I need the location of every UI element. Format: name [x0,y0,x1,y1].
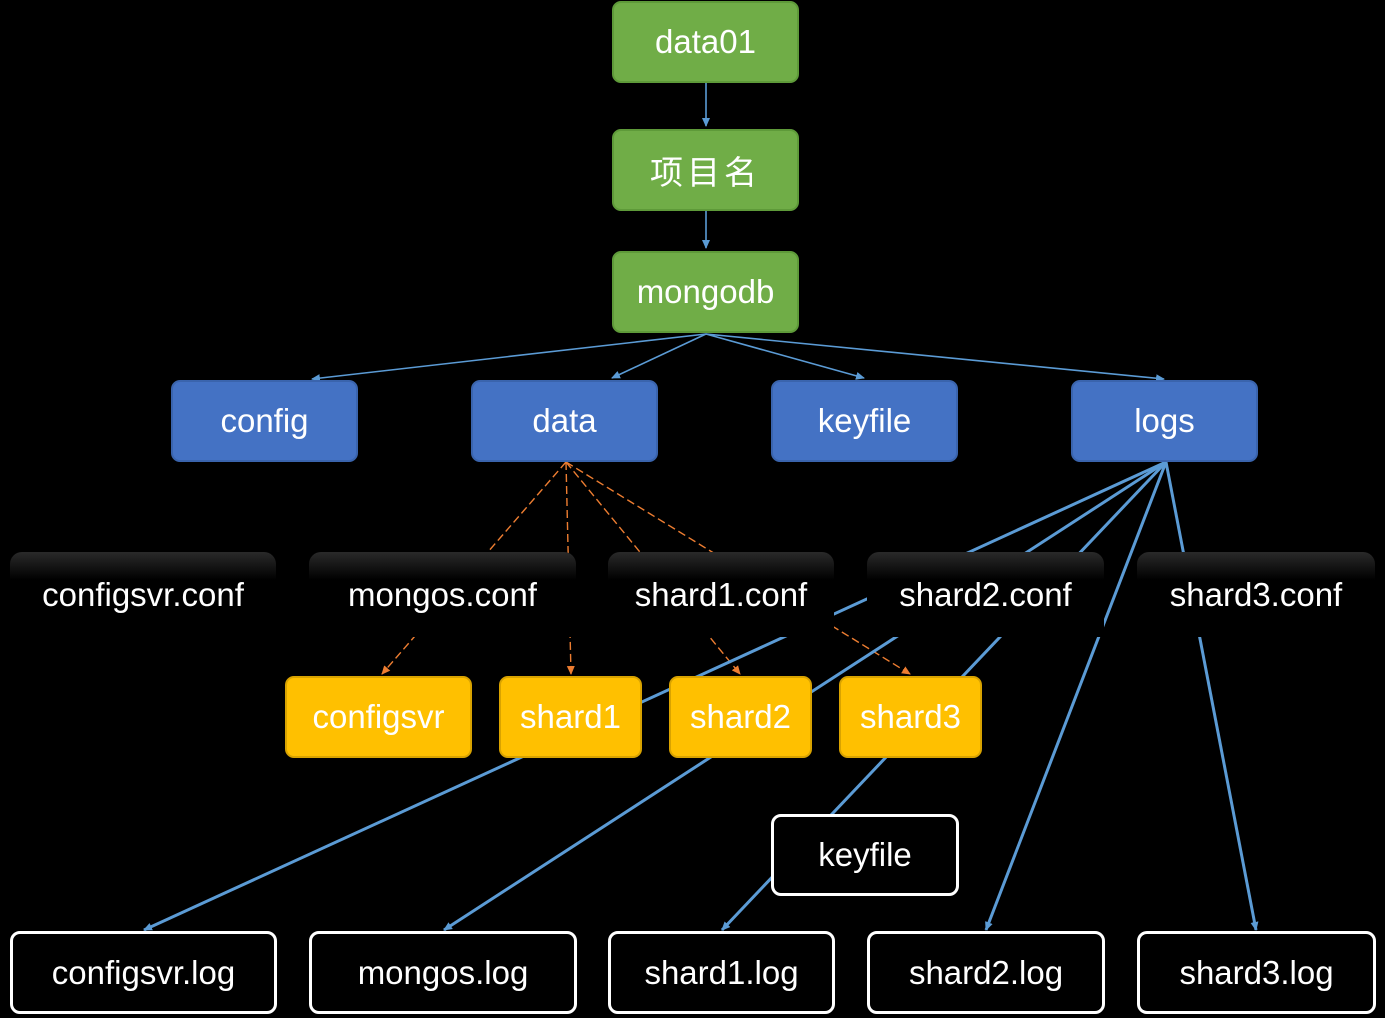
node-config-label: config [220,402,309,439]
node-project-name-label: 项目名 [650,153,761,192]
node-configsvr-log-label: configsvr.log [51,953,236,991]
node-shard3-conf-label: shard3.conf [1169,575,1343,613]
node-shard2-conf: shard2.conf [867,552,1104,637]
node-data01-label: data01 [655,23,756,60]
node-shard1-log-label: shard1.log [644,953,799,991]
node-mongos-conf: mongos.conf [309,552,576,637]
node-data-label: data [532,402,597,439]
edge-data-shard3 [565,461,911,675]
node-mongos-conf-label: mongos.conf [348,575,537,613]
edge-logs-shard3-log [1164,461,1259,931]
node-shard3: shard3 [839,676,982,758]
node-shard3-log: shard3.log [1137,931,1376,1014]
node-shard2: shard2 [669,676,812,758]
node-logs: logs [1071,380,1258,462]
node-keyfile-file: keyfile [771,814,959,896]
node-configsvr-conf-label: configsvr.conf [42,575,244,613]
node-shard1-conf-label: shard1.conf [634,575,808,613]
node-shard2-label: shard2 [690,698,791,735]
edge-mongodb-config [311,333,707,383]
node-config: config [171,380,358,462]
node-logs-label: logs [1134,402,1195,439]
node-mongos-log-label: mongos.log [357,953,529,991]
node-shard3-label: shard3 [860,698,961,735]
node-keyfile-dir: keyfile [771,380,958,462]
node-shard2-conf-label: shard2.conf [899,575,1072,613]
node-keyfile-dir-label: keyfile [817,402,912,439]
edge-mongodb-data [611,333,707,379]
node-mongodb-label: mongodb [636,273,775,310]
edge-mongodb-keyfile [705,333,865,380]
node-shard1-log: shard1.log [608,931,835,1014]
edge-mongodb-logs [705,333,1165,383]
node-shard1-conf: shard1.conf [608,552,834,637]
node-configsvr-log: configsvr.log [10,931,277,1014]
node-project-name: 项目名 [612,129,799,211]
node-shard3-log-label: shard3.log [1179,953,1334,991]
edge-data-configsvr [381,461,567,675]
node-shard1: shard1 [499,676,642,758]
node-data01: data01 [612,1,799,83]
node-mongos-log: mongos.log [309,931,577,1014]
node-configsvr-conf: configsvr.conf [10,552,276,637]
node-shard3-conf: shard3.conf [1137,552,1375,637]
edge-logs-shard2-log [984,461,1168,931]
edge-logs-configsvr-log [143,460,1167,932]
node-shard2-log-label: shard2.log [908,953,1064,991]
node-shard2-log: shard2.log [867,931,1105,1014]
node-configsvr: configsvr [285,676,472,758]
node-mongodb: mongodb [612,251,799,333]
node-data: data [471,380,658,462]
node-configsvr-label: configsvr [312,698,445,735]
node-keyfile-file-label: keyfile [818,836,912,873]
node-shard1-label: shard1 [520,698,621,735]
